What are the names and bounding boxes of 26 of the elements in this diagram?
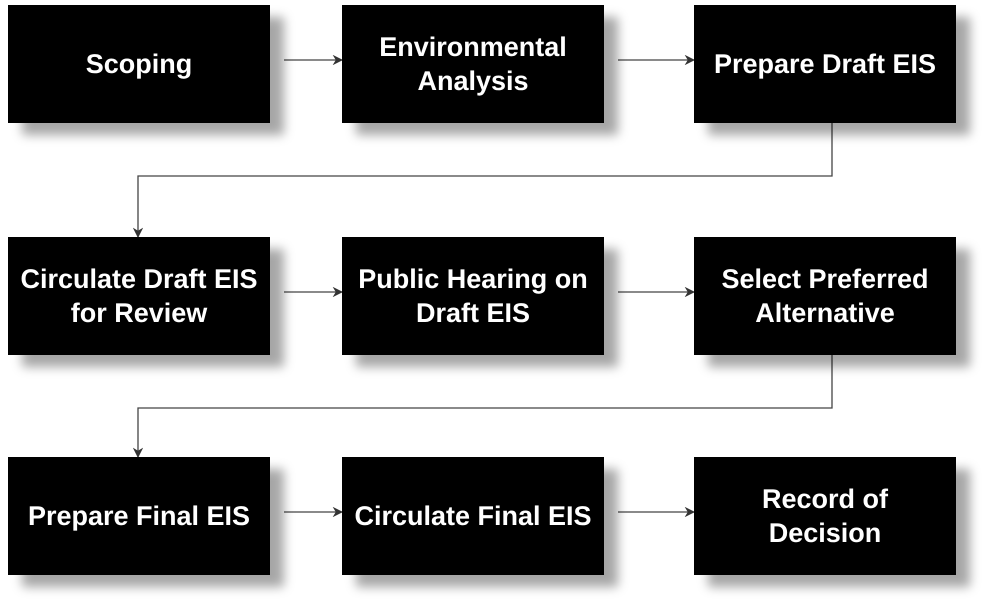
arrow bbox=[132, 123, 833, 238]
arrow bbox=[284, 54, 344, 66]
process-box bbox=[694, 5, 956, 123]
step-label: Record of Decision bbox=[760, 483, 889, 550]
step-label: Scoping bbox=[86, 48, 192, 81]
step-label: Public Hearing on Draft EIS bbox=[357, 263, 589, 330]
process-box bbox=[342, 237, 604, 355]
process-box bbox=[8, 237, 270, 355]
process-box bbox=[8, 457, 270, 575]
process-box bbox=[8, 5, 270, 123]
arrow bbox=[618, 286, 696, 298]
arrow bbox=[618, 54, 696, 66]
step-label: Environmental Analysis bbox=[378, 31, 568, 98]
process-box bbox=[694, 457, 956, 575]
arrow bbox=[132, 355, 833, 458]
step-label: Circulate Draft EIS for Review bbox=[20, 263, 258, 330]
step-label: Prepare Draft EIS bbox=[714, 48, 936, 81]
step-label: Select Preferred Alternative bbox=[720, 263, 930, 330]
process-box bbox=[342, 5, 604, 123]
arrow bbox=[284, 506, 344, 518]
process-box bbox=[694, 237, 956, 355]
arrow bbox=[618, 506, 696, 518]
arrow bbox=[284, 286, 344, 298]
process-box bbox=[342, 457, 604, 575]
step-label: Circulate Final EIS bbox=[354, 500, 592, 533]
step-label: Prepare Final EIS bbox=[28, 500, 250, 533]
